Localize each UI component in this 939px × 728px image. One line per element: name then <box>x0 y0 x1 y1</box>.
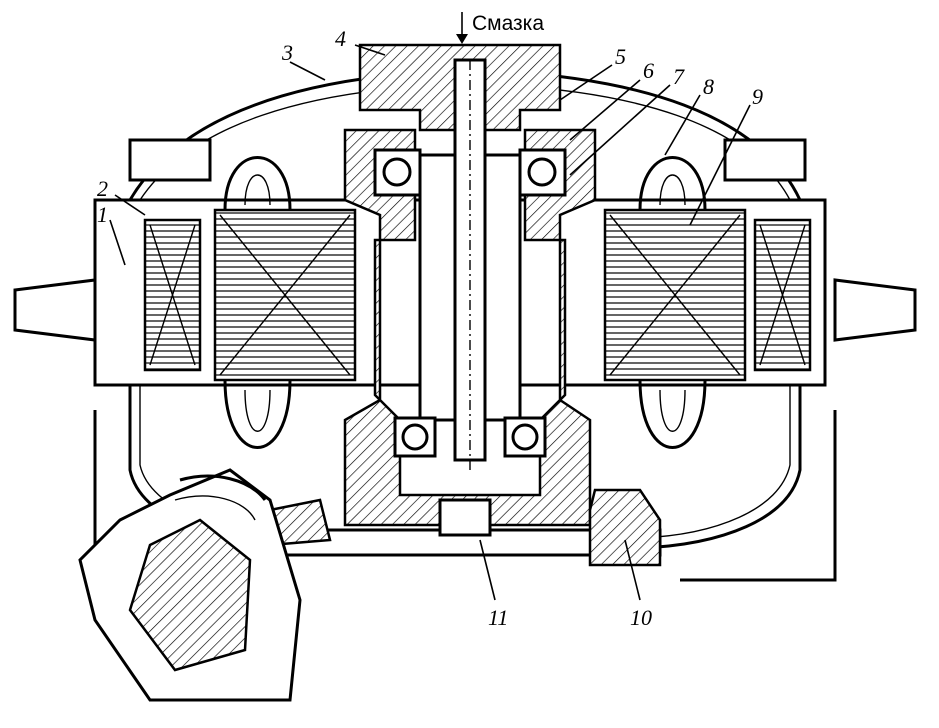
stator-core <box>143 208 812 382</box>
base-plate <box>258 488 662 567</box>
callout-3: 3 <box>281 40 293 65</box>
upper-bearings <box>373 148 567 197</box>
lubrication-arrow <box>456 12 468 44</box>
callout-1: 1 <box>97 202 108 227</box>
callout-7: 7 <box>673 64 685 89</box>
lower-bearings <box>393 416 547 458</box>
terminal-box <box>78 468 302 702</box>
callout-leaders <box>109 44 751 601</box>
mounting-lug-right <box>833 278 917 342</box>
top-duct-left <box>128 138 212 182</box>
callout-9: 9 <box>752 84 763 109</box>
callout-8: 8 <box>703 74 714 99</box>
callout-5: 5 <box>615 44 626 69</box>
callout-6: 6 <box>643 58 654 83</box>
callout-11: 11 <box>488 605 508 630</box>
callout-10: 10 <box>630 605 652 630</box>
lubrication-label: Смазка <box>472 12 544 35</box>
stator-winding-ends <box>223 156 707 449</box>
mounting-lug-left <box>13 278 97 342</box>
top-duct-right <box>723 138 807 182</box>
rotor-shaft <box>418 58 522 470</box>
callout-4: 4 <box>335 26 346 51</box>
callout-2: 2 <box>97 176 108 201</box>
